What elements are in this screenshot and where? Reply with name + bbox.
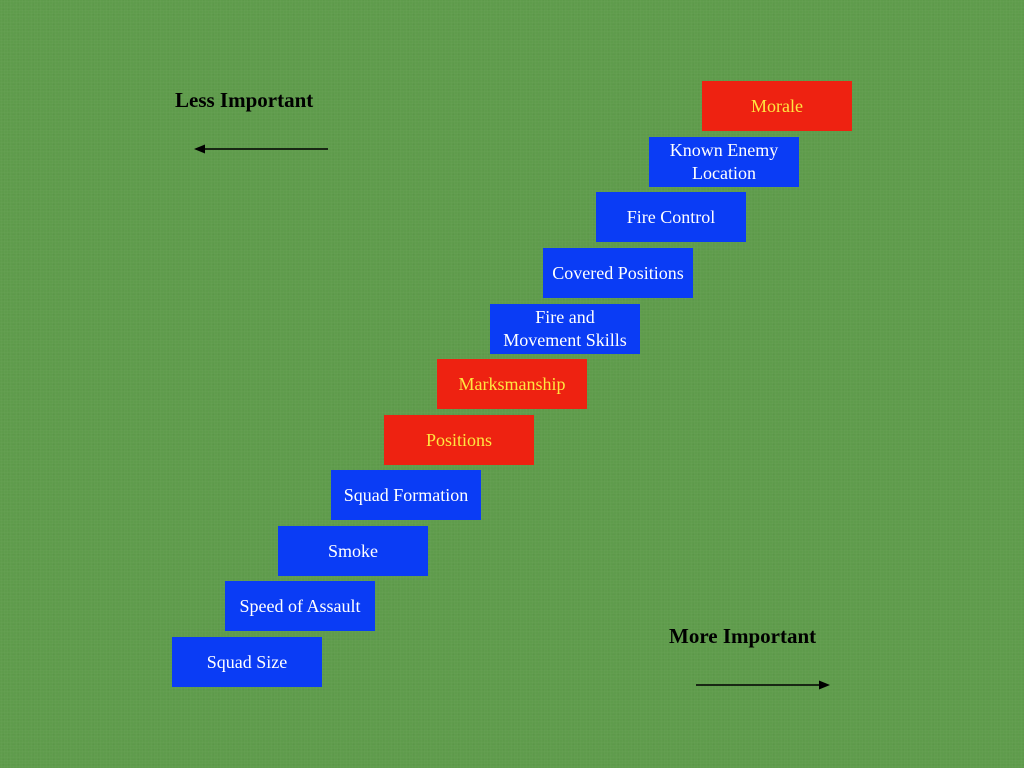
step-covered-positions: Covered Positions	[543, 248, 693, 298]
step-positions: Positions	[384, 415, 534, 465]
step-fire-and-movement-skills: Fire and Movement Skills	[490, 304, 640, 354]
step-known-enemy-location: Known Enemy Location	[649, 137, 799, 187]
step-marksmanship: Marksmanship	[437, 359, 587, 409]
step-smoke: Smoke	[278, 526, 428, 576]
step-fire-control: Fire Control	[596, 192, 746, 242]
step-morale: Morale	[702, 81, 852, 131]
right-arrow-icon	[696, 680, 830, 690]
step-squad-formation: Squad Formation	[331, 470, 481, 520]
step-squad-size: Squad Size	[172, 637, 322, 687]
less-important-label: Less Important	[175, 88, 314, 112]
step-speed-of-assault: Speed of Assault	[225, 581, 375, 631]
left-arrow-icon	[194, 144, 328, 154]
more-important-label: More Important	[669, 624, 817, 648]
